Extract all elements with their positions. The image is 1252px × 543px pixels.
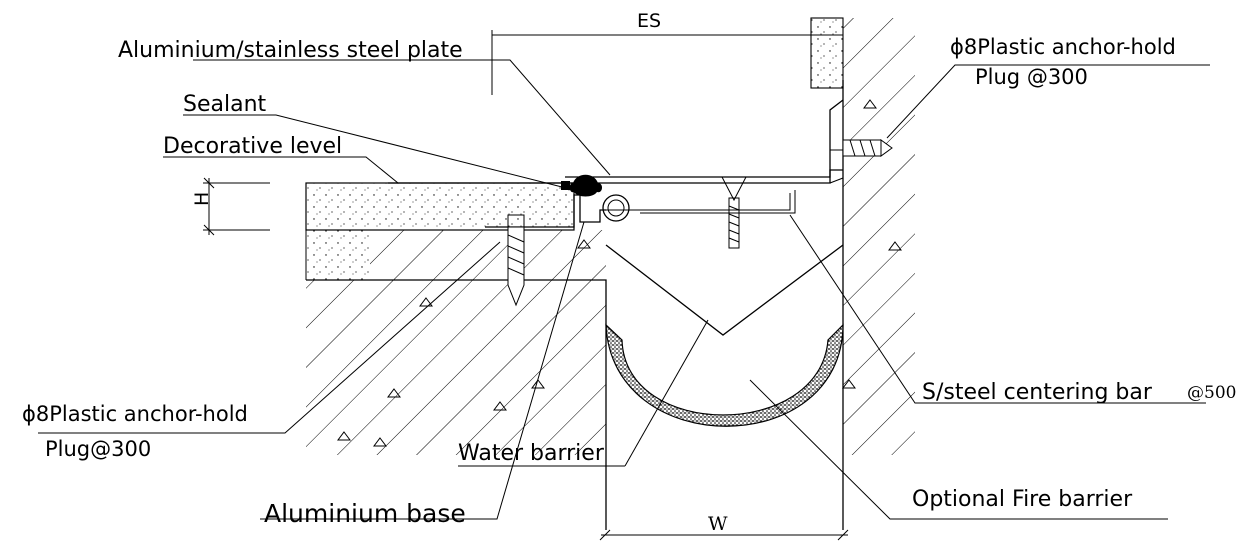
- label-water-barrier: Water barrier: [458, 441, 605, 466]
- label-centering-bar-spacing: @500: [1187, 383, 1236, 403]
- label-sealant: Sealant: [183, 92, 267, 117]
- sealant-block: [561, 181, 570, 190]
- label-decorative: Decorative level: [163, 134, 342, 159]
- right-wall: [810, 17, 915, 530]
- label-fire-barrier: Optional Fire barrier: [912, 487, 1133, 512]
- rubber-profile: [569, 174, 603, 197]
- left-anchor: [507, 214, 525, 307]
- dimension-es-label: ES: [637, 10, 661, 32]
- left-substrate: [306, 230, 607, 530]
- aluminium-base-profile: [485, 190, 796, 228]
- dimension-w-label: W: [708, 513, 728, 535]
- label-aluminium-base: Aluminium base: [264, 499, 466, 528]
- cover-plate: [388, 99, 844, 184]
- aggregate-markers: [337, 99, 902, 447]
- label-centering-bar: S/steel centering bar: [922, 380, 1153, 405]
- leader-lines: [38, 59, 1210, 520]
- label-anchor-top-line1: ϕ8Plastic anchor-hold: [950, 35, 1176, 59]
- water-barrier: [605, 244, 844, 336]
- dimension-w: [599, 529, 849, 541]
- label-anchor-left-line2: Plug@300: [45, 437, 151, 461]
- centering-roller: [602, 194, 630, 222]
- centre-screw: [721, 176, 747, 249]
- label-anchor-left-line1: ϕ8Plastic anchor-hold: [22, 402, 248, 426]
- label-anchor-top-line2: Plug @300: [975, 65, 1088, 89]
- right-anchor: [842, 139, 893, 157]
- label-plate: Aluminium/stainless steel plate: [118, 38, 463, 63]
- dimension-h: [203, 177, 270, 236]
- decorative-slab: [305, 182, 575, 280]
- dimension-h-label: H: [191, 192, 213, 206]
- dimension-es: [491, 30, 843, 95]
- fire-barrier: [605, 323, 844, 427]
